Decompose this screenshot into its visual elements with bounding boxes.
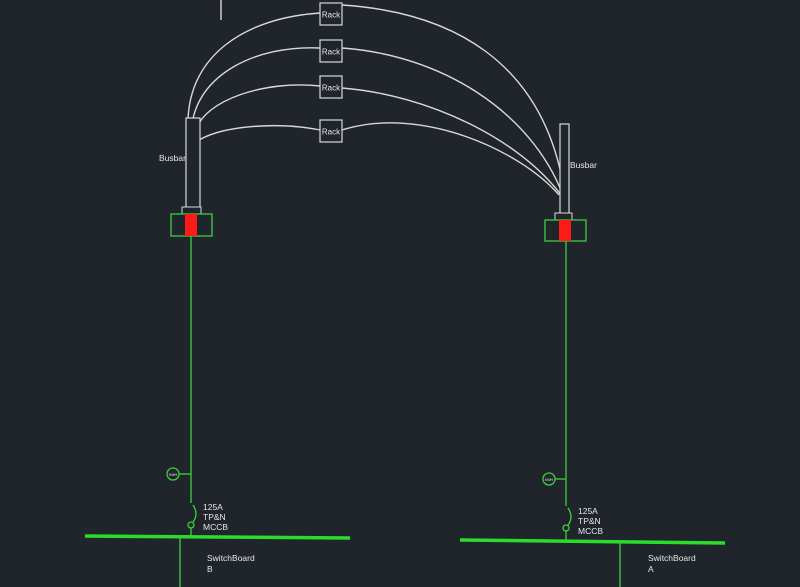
meter-right-label: KWH [545, 478, 554, 482]
meter-left[interactable] [166, 467, 180, 481]
isolator-right[interactable] [544, 212, 587, 242]
cable-rack-2-left [191, 47, 321, 126]
rack-2-label: Rack [322, 48, 341, 57]
cable-rack-1-left [187, 12, 321, 121]
busbar-left[interactable] [185, 117, 201, 209]
cable-rack-3-left [195, 84, 321, 131]
rack-1[interactable]: Rack [319, 2, 343, 26]
switchboard-left-id: B [207, 564, 213, 574]
breaker-right-rating: 125A [578, 506, 598, 516]
breaker-left-label: 125A TP&N MCCB [203, 502, 228, 532]
feeder-left [166, 236, 197, 529]
switchboard-left-bus[interactable] [84, 534, 351, 540]
cable-group [187, 0, 566, 196]
switchboard-left-label: SwitchBoard B [207, 553, 255, 574]
breaker-left-rating: 125A [203, 502, 223, 512]
breaker-right-kind: MCCB [578, 526, 603, 536]
busbar-right[interactable] [559, 123, 570, 215]
isolator-left[interactable] [170, 206, 213, 237]
busbar-right-label: Busbar [570, 160, 597, 170]
cable-rack-2-right [341, 47, 564, 196]
rack-4[interactable]: Rack [319, 119, 343, 143]
meter-left-label: KWH [169, 473, 178, 477]
fuse-left [185, 214, 197, 236]
switchboard-right-label: SwitchBoard A [648, 553, 696, 574]
rack-4-label: Rack [322, 128, 341, 137]
cable-rack-1-right [341, 4, 566, 196]
meter-right[interactable] [542, 472, 556, 486]
rack-3-label: Rack [322, 84, 341, 93]
cable-rack-4-right [341, 122, 560, 196]
switchboard-right-bus[interactable] [459, 538, 726, 545]
rack-1-label: Rack [322, 11, 341, 20]
cable-rack-4-left [198, 125, 321, 141]
feeder-right [542, 241, 572, 532]
cable-rack-3-right [341, 87, 562, 196]
switchboard-left-name: SwitchBoard [207, 553, 255, 563]
breaker-right-type: TP&N [578, 516, 601, 526]
fuse-right [559, 220, 571, 241]
switchboard-right-id: A [648, 564, 654, 574]
breaker-left-type: TP&N [203, 512, 226, 522]
breaker-left-kind: MCCB [203, 522, 228, 532]
breaker-right-label: 125A TP&N MCCB [578, 506, 603, 536]
rack-2[interactable]: Rack [319, 39, 343, 63]
rack-3[interactable]: Rack [319, 75, 343, 99]
switchboard-right-name: SwitchBoard [648, 553, 696, 563]
busbar-left-label: Busbar [159, 153, 186, 163]
